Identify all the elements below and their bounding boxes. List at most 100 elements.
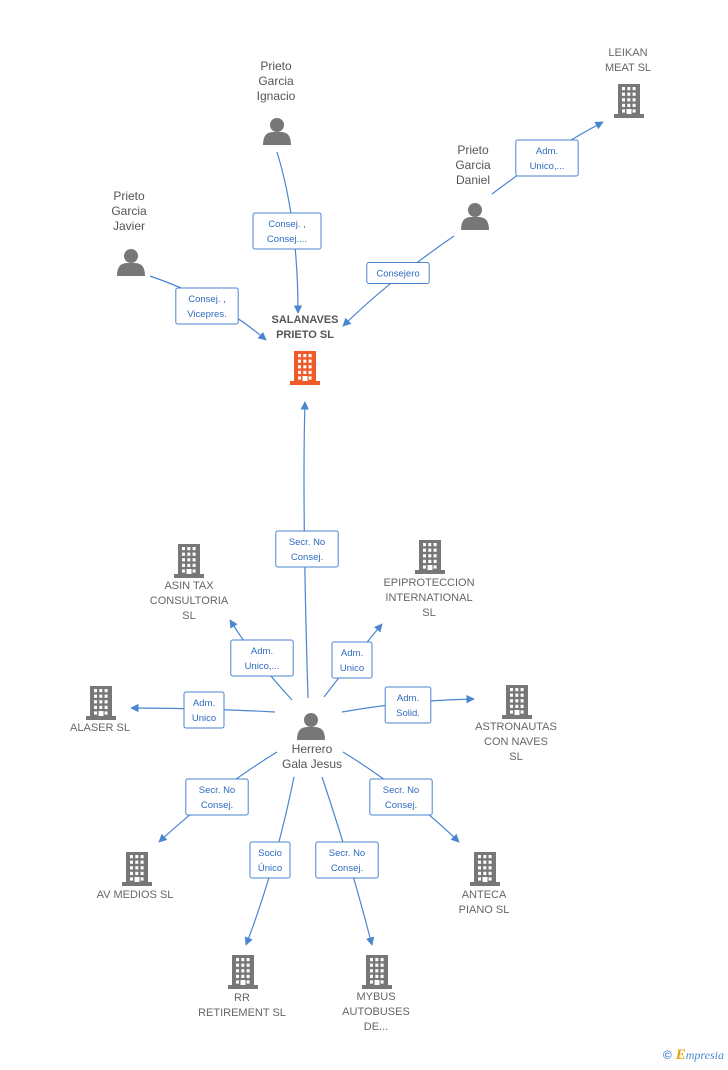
edge-label-herrero-to-anteca[interactable]: Secr. No Consej. [369,778,433,816]
node-label-line: SL [182,610,195,622]
edge-label-herrero-to-astronautas[interactable]: Adm. Solid. [384,686,432,724]
copyright-icon: © [662,1048,672,1062]
building-icon[interactable] [415,540,445,574]
node-label-line: SALANAVES [271,314,338,326]
edge-label-line: Solid. [396,708,420,719]
edge-label-line: Vicepres. [187,309,226,320]
node-label-line: EPIPROTECCION [383,577,474,589]
person-icon[interactable] [117,249,145,276]
node-label-line: ASIN TAX [164,580,214,592]
building-icon[interactable] [86,686,116,720]
building-icon[interactable] [290,351,320,385]
person-icon[interactable] [461,203,489,230]
node-label-line: Prieto [457,143,489,157]
edge-label-line: Secr. No [329,848,365,859]
node-label-line: Ignacio [257,89,296,103]
node-label-line: Gala Jesus [282,757,342,771]
edge-label-line: Único [258,863,282,874]
building-icon[interactable] [470,852,500,886]
edge-label-line: Adm. [536,146,558,157]
building-icon[interactable] [362,955,392,989]
edge-label-prieto-ignacio-to-salanaves[interactable]: Consej. , Consej.... [252,212,322,250]
node-mybus[interactable]: MYBUSAUTOBUSESDE... [342,955,410,1033]
brand-logo-text: mpresia [685,1048,724,1062]
building-icon[interactable] [502,685,532,719]
node-label-line: Garcia [258,74,294,88]
node-asin[interactable]: ASIN TAX CONSULTORIA SL [150,544,229,622]
building-icon[interactable] [122,852,152,886]
building-icon[interactable] [228,955,258,989]
node-label-line: SL [422,607,435,619]
edge-label-line: Socio [258,848,282,859]
edge-label-line: Secr. No [199,785,235,796]
node-label-line: SL [509,751,522,763]
edge-labels-layer: Consej. , Consej.... Consej. ,Vicepres. Con… [175,139,579,879]
node-alaser[interactable]: ALASER SL [70,686,130,734]
edge-label-line: Adm. [193,698,215,709]
edge-label-line: Adm. [341,648,363,659]
building-icon[interactable] [614,84,644,118]
node-avmedios[interactable]: AV MEDIOS SL [97,852,174,901]
edge-label-herrero-to-asin[interactable]: Adm. Unico,... [230,639,294,677]
edge-label-prieto-daniel-to-salanaves[interactable]: Consejero [366,262,430,284]
edge-label-line: Consej. [385,800,417,811]
node-label-line: ALASER SL [70,722,130,734]
brand-logo-initial: E [675,1047,686,1063]
edge-label-line: Unico,... [530,161,565,172]
node-label-line: MYBUS [356,991,395,1003]
edge-label-line: Consej. , [268,219,306,230]
edge-label-line: Consej.... [267,234,307,245]
node-label-line: Javier [113,219,145,233]
node-label-line: CONSULTORIA [150,595,229,607]
node-label-line: ASTRONAUTAS [475,721,557,733]
node-label-line: Prieto [113,189,145,203]
node-label-line: AV MEDIOS SL [97,889,174,901]
edge-label-line: Consej. [291,552,323,563]
brand-footer[interactable]: ©Empresia [663,1047,724,1064]
edge-label-prieto-javier-to-salanaves[interactable]: Consej. ,Vicepres. [175,287,239,325]
person-icon[interactable] [297,713,325,740]
edge-label-herrero-to-salanaves[interactable]: Secr. No Consej. [275,530,339,568]
edge-label-line: Secr. No [383,785,419,796]
node-label-line: Garcia [111,204,147,218]
edge-label-line: Unico [192,713,216,724]
node-label-line: RETIREMENT SL [198,1007,286,1019]
edge-label-herrero-to-avmedios[interactable]: Secr. No Consej. [185,778,249,816]
edge-herrero-to-salanaves [300,401,309,699]
edge-label-prieto-daniel-to-leikan[interactable]: Adm. Unico,... [515,139,579,177]
person-icon[interactable] [263,118,291,145]
edge-label-line: Unico [340,663,364,674]
edge-label-line: Unico,... [245,661,280,672]
edge-label-herrero-to-mybus[interactable]: Secr. No Consej. [315,841,379,879]
edge-label-herrero-to-alaser[interactable]: Adm. Unico [183,691,225,729]
edge-label-herrero-to-epiproteccion[interactable]: Adm. Unico [331,641,373,679]
edge-label-line: Adm. [397,693,419,704]
node-label-line: LEIKAN [608,47,647,59]
edges-layer [130,121,604,946]
edge-label-line: Adm. [251,646,273,657]
node-label-line: Daniel [456,173,490,187]
edge-label-line: Consej. [331,863,363,874]
edge-label-line: Secr. No [289,537,325,548]
building-icon[interactable] [174,544,204,578]
node-label-line: PIANO SL [459,904,510,916]
edge-label-line: Consejero [376,269,419,280]
node-label-line: CON NAVES [484,736,548,748]
node-label-line: ANTECA [462,889,507,901]
node-astronautas[interactable]: ASTRONAUTAS CON NAVES SL [475,685,557,763]
node-label-line: Garcia [455,158,491,172]
edge-label-line: Consej. [201,800,233,811]
node-anteca[interactable]: ANTECA PIANO SL [459,852,510,916]
node-label-line: Prieto [260,59,292,73]
